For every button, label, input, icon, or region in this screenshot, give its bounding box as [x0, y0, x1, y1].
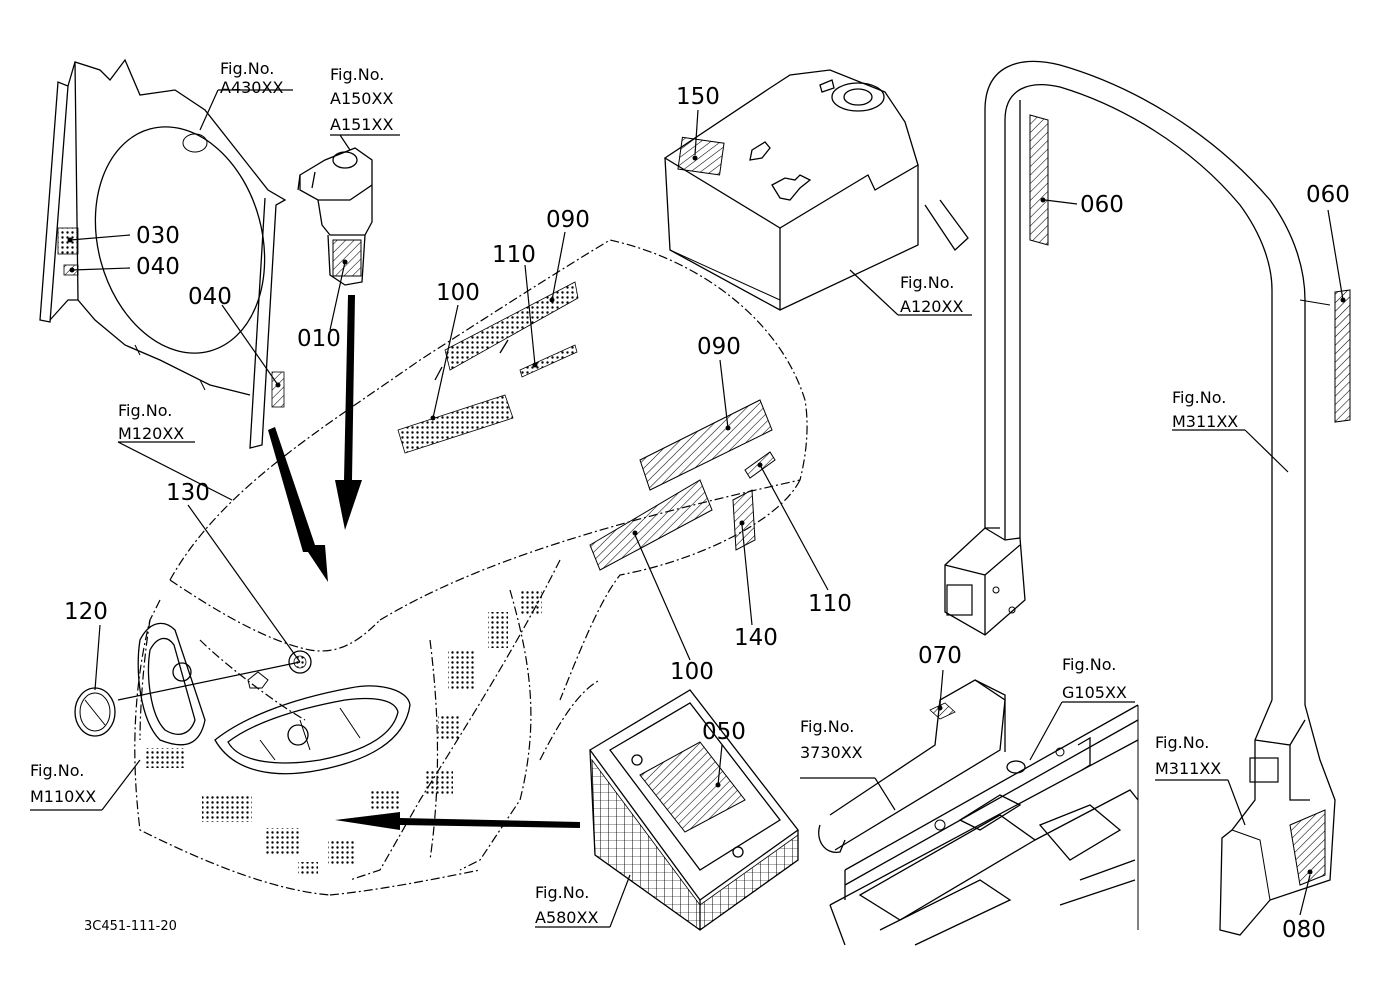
callout-040-right: 040: [188, 284, 232, 310]
decal-060-left: [1029, 114, 1049, 246]
fig-label-rops-lower: Fig.No.: [1155, 733, 1209, 752]
fig-label-hood: Fig.No.: [118, 401, 172, 420]
fig-ref-battery: A580XX: [535, 908, 598, 927]
fig-ref-fuel-tank: A120XX: [900, 297, 963, 316]
fig-label-frame: Fig.No.: [1062, 655, 1116, 674]
callout-090-top: 090: [546, 207, 590, 233]
decal-070: [929, 702, 956, 720]
decal-110-hood-top: [519, 344, 578, 378]
callout-070: 070: [918, 643, 962, 669]
fuel-tank: [663, 69, 969, 311]
fig-ref-rops-upper: M311XX: [1172, 412, 1238, 431]
grille-patch: [328, 840, 356, 866]
fig-ref-hood: M120XX: [118, 424, 184, 443]
callout-110-side: 110: [808, 591, 852, 617]
decal-050: [639, 741, 746, 833]
callout-140: 140: [734, 625, 778, 651]
callout-120: 120: [64, 599, 108, 625]
decal-100-side: [589, 479, 713, 571]
battery: [589, 689, 799, 931]
fig-label-floor: Fig.No.: [800, 717, 854, 736]
fig-label-fuel-filter: Fig.No.: [330, 65, 384, 84]
leader-lines: [30, 89, 1346, 928]
decal-060-right: [1334, 289, 1351, 423]
decal-080: [1289, 809, 1326, 886]
rops-frame: [944, 60, 1351, 936]
fig-label-radiator: Fig.No.: [220, 59, 274, 78]
fig-ref-floor: 3730XX: [800, 743, 863, 762]
fig-label-grille: Fig.No.: [30, 761, 84, 780]
grille-patch: [520, 590, 542, 616]
decal-090-hood-top: [444, 281, 579, 371]
callout-050: 050: [702, 719, 746, 745]
grille-patch: [425, 770, 453, 794]
callout-130: 130: [166, 480, 210, 506]
fig-ref-frame: G105XX: [1062, 683, 1127, 702]
callout-110-top: 110: [492, 242, 536, 268]
fig-ref-rops-lower: M311XX: [1155, 759, 1221, 778]
callout-010: 010: [297, 326, 341, 352]
callout-100-side: 100: [670, 659, 714, 685]
callout-030: 030: [136, 223, 180, 249]
callout-150: 150: [676, 84, 720, 110]
grille-patch: [202, 796, 252, 822]
fig-ref-grille: M110XX: [30, 787, 96, 806]
callout-060-right: 060: [1306, 182, 1350, 208]
grille-patch: [370, 790, 400, 810]
callout-080: 080: [1282, 917, 1326, 943]
callout-060-left: 060: [1080, 192, 1124, 218]
fuel-filter: [297, 147, 373, 286]
fig-label-fuel-tank: Fig.No.: [900, 273, 954, 292]
fig-ref-radiator: A430XX: [220, 78, 283, 97]
grille-patch: [265, 828, 300, 856]
drawing-code: 3C451-111-20: [84, 919, 177, 934]
part-callouts: 030 040 040 010 150 090 110 100 090 060 …: [64, 84, 1350, 943]
fig-references: Fig.No. A430XX Fig.No. A150XX A151XX Fig…: [30, 59, 1238, 927]
fig-label-battery: Fig.No.: [535, 883, 589, 902]
assembly-arrows: [268, 295, 580, 830]
floor-frame: [818, 679, 1139, 946]
decal-100-hood-top: [397, 394, 514, 454]
fig-label-rops-upper: Fig.No.: [1172, 388, 1226, 407]
grille-patch: [448, 650, 476, 690]
callout-100-top: 100: [436, 280, 480, 306]
decal-090-side: [639, 399, 773, 491]
decal-140: [732, 489, 756, 551]
callout-040-left: 040: [136, 254, 180, 280]
callout-090-side: 090: [697, 334, 741, 360]
fig-ref-fuel-filter-1: A150XX: [330, 89, 393, 108]
decal-150: [677, 136, 725, 176]
decal-040-right: [271, 371, 285, 408]
grille-patch: [145, 748, 185, 768]
grille-patch: [298, 862, 318, 876]
grille-patch: [438, 716, 460, 740]
hood: [74, 239, 808, 896]
decal-010: [332, 239, 362, 277]
fig-ref-fuel-filter-2: A151XX: [330, 115, 393, 134]
grille-patch: [488, 612, 508, 648]
